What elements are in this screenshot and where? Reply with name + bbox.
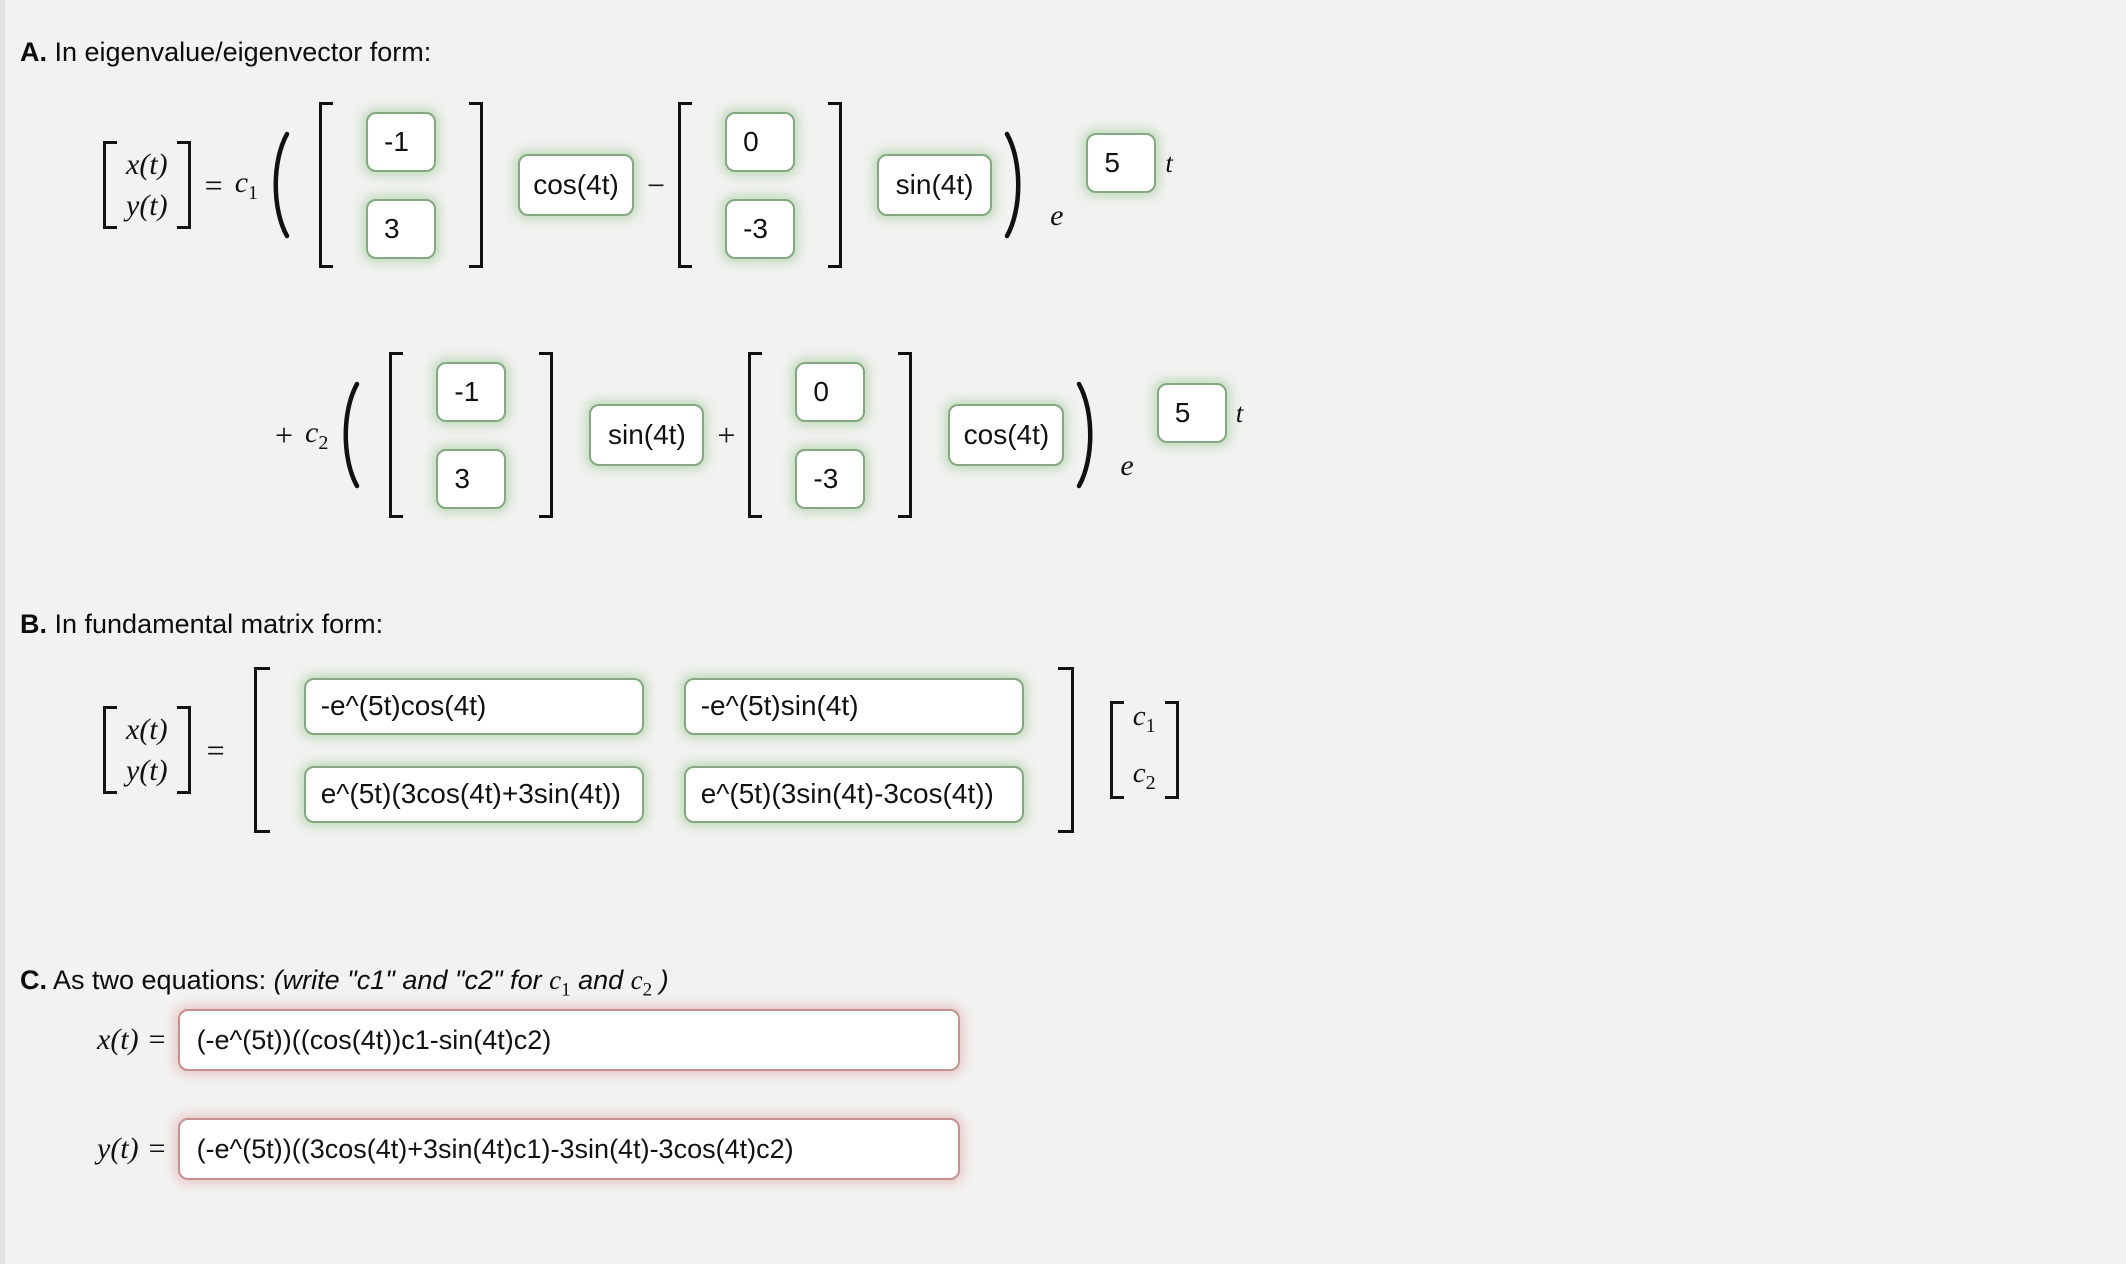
exp-base-e: e [1050, 199, 1064, 232]
eigvec1-matrix [319, 102, 484, 268]
section-c-heading-text: As two equations: [47, 965, 274, 995]
x-of-t-label: x(t)= [97, 1023, 166, 1056]
section-b-heading-prefix: B. [20, 609, 47, 639]
b-r2c1-input[interactable] [303, 765, 644, 823]
y-of-t-label: y(t)= [97, 1132, 166, 1165]
matrix-bracket-right [898, 352, 913, 518]
lhs-y: y(t) [126, 189, 168, 222]
a2-vec2-bottom-input[interactable] [795, 448, 866, 509]
a2-fn2-input[interactable] [948, 404, 1065, 466]
section-b-heading: B. In fundamental matrix form: [20, 608, 383, 641]
a1-vec2-bottom-input[interactable] [725, 198, 796, 259]
a1-vec1-top-input[interactable] [366, 111, 437, 172]
fundamental-matrix-bracket-left [253, 667, 270, 833]
lhs-vector: x(t) y(t) [103, 141, 191, 229]
paren-close-icon [1077, 381, 1093, 489]
matrix-bracket-right [176, 141, 191, 229]
lhs-x: x(t) [126, 713, 168, 746]
exponent-group: t [1156, 383, 1244, 443]
plus-sign: + [275, 416, 294, 453]
eq-a-line1: x(t) y(t) = c1 − e t [103, 102, 1173, 268]
equals-sign: = [204, 166, 223, 203]
matrix-bracket-left [319, 102, 334, 268]
matrix-bracket-right [828, 102, 843, 268]
matrix-bracket-left [748, 352, 763, 518]
eq-c-y: y(t)= [97, 1118, 960, 1180]
a2-fn1-input[interactable] [589, 404, 705, 466]
matrix-bracket-right [469, 102, 484, 268]
minus-sign: − [647, 166, 666, 203]
section-a-heading-prefix: A. [20, 37, 47, 67]
a1-fn1-input[interactable] [518, 154, 635, 216]
eigvec2-matrix [678, 102, 843, 268]
a2-vec2-top-input[interactable] [795, 361, 866, 422]
exp-var-t: t [1235, 397, 1244, 428]
section-a-heading: A. In eigenvalue/eigenvector form: [20, 36, 431, 69]
c2-symbol: c2 [1132, 757, 1156, 794]
paren-open-icon [273, 131, 290, 239]
section-a-heading-text: In eigenvalue/eigenvector form: [47, 37, 432, 67]
exponent-group: t [1086, 133, 1173, 193]
eigvec2-matrix [748, 352, 913, 518]
paren-open-icon [343, 381, 360, 489]
panel-left-edge [0, 0, 5, 1264]
a1-vec1-bottom-input[interactable] [366, 198, 437, 259]
b-r1c2-input[interactable] [683, 677, 1024, 735]
c-x-answer-input[interactable] [177, 1009, 960, 1071]
eq-a-line2: + c2 + e t [275, 352, 1243, 518]
fundamental-matrix-bracket-right [1057, 667, 1074, 833]
a2-vec1-bottom-input[interactable] [436, 448, 507, 509]
b-r1c1-input[interactable] [303, 677, 644, 735]
b-r2c2-input[interactable] [683, 765, 1024, 823]
matrix-bracket-left [389, 352, 404, 518]
a2-vec1-top-input[interactable] [436, 361, 507, 422]
lhs-vector: x(t) y(t) [103, 706, 191, 794]
section-c-heading-prefix: C. [20, 965, 47, 995]
lhs-x: x(t) [126, 148, 168, 181]
section-b-heading-text: In fundamental matrix form: [47, 609, 384, 639]
coef-c1: c1 [234, 165, 259, 204]
matrix-bracket-right [539, 352, 554, 518]
a2-exponent-input[interactable] [1156, 383, 1227, 443]
matrix-bracket-right [1164, 701, 1179, 799]
c1-symbol: c1 [1132, 700, 1156, 737]
a1-exponent-input[interactable] [1086, 133, 1157, 193]
exp-base-e: e [1120, 449, 1134, 482]
eq-c-x: x(t)= [97, 1009, 960, 1071]
coef-c2: c2 [305, 415, 329, 454]
a1-vec2-top-input[interactable] [725, 111, 796, 172]
section-c-heading: C. As two equations: (write "c1" and "c2… [20, 964, 669, 1006]
paren-close-icon [1004, 131, 1021, 239]
a1-fn2-input[interactable] [877, 154, 993, 216]
fundamental-matrix-grid [303, 677, 1024, 823]
exp-var-t: t [1165, 147, 1173, 178]
section-c-note: (write "c1" and "c2" for c1 and c2 ) [273, 965, 669, 1001]
matrix-bracket-left [103, 141, 117, 229]
c-y-answer-input[interactable] [177, 1118, 960, 1180]
equals-sign: = [206, 731, 225, 768]
eigvec1-matrix [389, 352, 554, 518]
constants-vector: c1 c2 [1109, 700, 1179, 799]
lhs-y: y(t) [126, 754, 168, 787]
matrix-bracket-right [176, 706, 191, 794]
matrix-bracket-left [678, 102, 693, 268]
matrix-bracket-left [103, 706, 117, 794]
matrix-bracket-left [1109, 701, 1124, 799]
eq-b: x(t) y(t) = c1 c2 [103, 667, 1179, 833]
plus-sign: + [717, 416, 736, 453]
